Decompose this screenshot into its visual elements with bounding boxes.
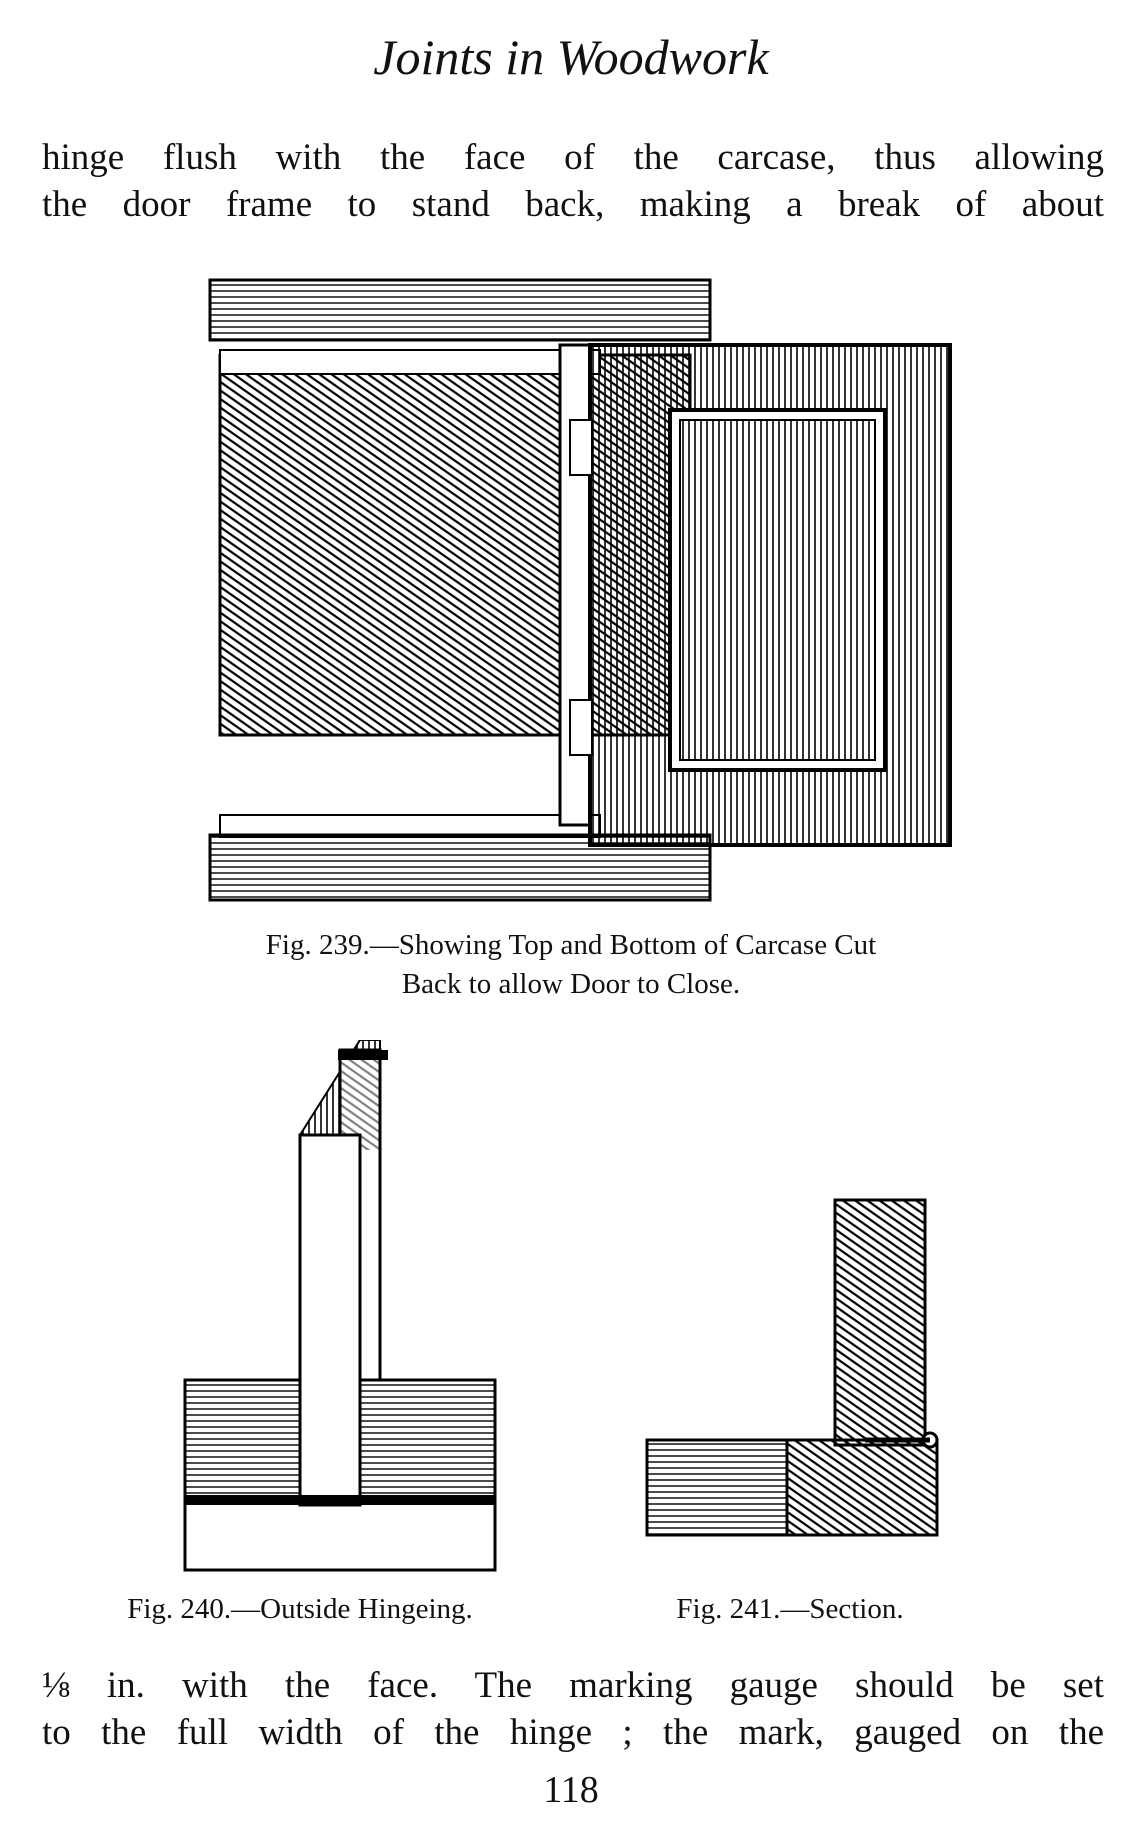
fig-239-caption-2: Back to allow Door to Close. — [401, 968, 741, 1000]
body-line-4: to the full width of the hinge ; the mar… — [42, 1712, 1104, 1753]
figure-241-illustration — [645, 1198, 939, 1537]
page-number: 118 — [543, 1769, 599, 1811]
figure-240-illustration — [183, 1040, 497, 1572]
body-line-2: the door frame to stand back, making a b… — [42, 184, 1104, 225]
running-head: Joints in Woodwork — [373, 29, 769, 85]
fig-240-caption: Fig. 240.—Outside Hingeing. — [127, 1593, 473, 1625]
figure-239-illustration: T B — [208, 278, 952, 902]
fig-239-caption-1: Fig. 239.—Showing Top and Bottom of Carc… — [265, 929, 877, 961]
fig-241-caption: Fig. 241.—Section. — [676, 1593, 904, 1625]
body-line-1: hinge flush with the face of the carcase… — [42, 137, 1104, 178]
body-line-3: ⅛ in. with the face. The marking gauge s… — [42, 1665, 1104, 1706]
